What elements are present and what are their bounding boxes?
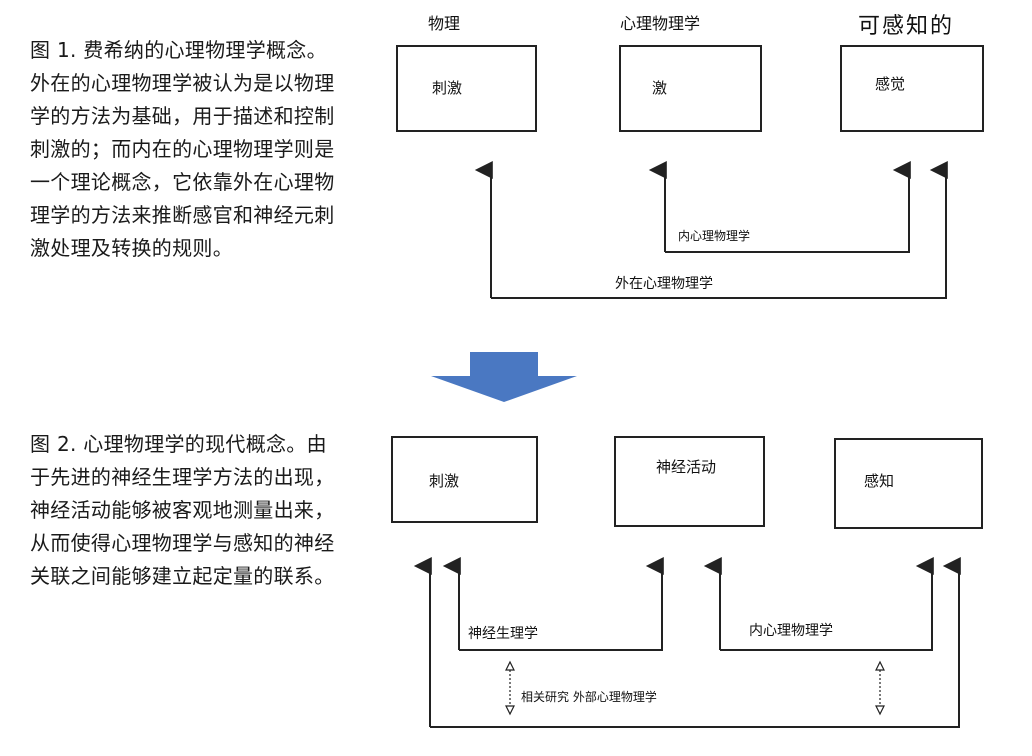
fig1-sensation-box: 感觉: [840, 45, 984, 132]
fig2-stimulus-label: 刺激: [429, 472, 460, 490]
fig1-outer-connector: [474, 161, 948, 299]
figure1-caption: 图 1. 费希纳的心理物理学概念。外在的心理物理学被认为是以物理学的方法为基础，…: [30, 38, 335, 260]
fig1-excitation-label: 激: [652, 79, 668, 97]
fig1-stimulus-label: 刺激: [432, 79, 463, 97]
fig2-neural-box: 神经活动: [614, 436, 765, 527]
header-perceivable: 可感知的: [858, 14, 955, 39]
fig1-sensation-label: 感觉: [875, 75, 906, 93]
header-physics: 物理: [428, 14, 461, 33]
fig2-outer-connector: [413, 557, 961, 728]
fig1-inner-label: 内心理物理学: [678, 227, 751, 244]
fig2-correlation-arrows: [509, 670, 881, 706]
fig2-stimulus-box: 刺激: [391, 436, 538, 523]
header-psychophysics: 心理物理学: [620, 14, 701, 33]
fig1-excitation-box: 激: [619, 45, 762, 132]
figure2-caption: 图 2. 心理物理学的现代概念。由于先进的神经生理学方法的出现，神经活动能够被客…: [30, 432, 335, 588]
transition-down-arrow: [431, 352, 577, 402]
fig2-neurophysiology-connector: [442, 557, 664, 651]
fig2-neurophysiology-label: 神经生理学: [468, 623, 538, 643]
fig1-stimulus-box: 刺激: [396, 45, 537, 132]
fig2-inner-connector: [703, 557, 934, 651]
fig2-correlational-label: 相关研究 外部心理物理学: [521, 688, 657, 705]
fig2-neural-label: 神经活动: [656, 458, 717, 476]
fig2-perception-label: 感知: [864, 472, 895, 490]
fig1-inner-connector: [648, 161, 911, 253]
fig2-inner-label: 内心理物理学: [749, 620, 833, 640]
fig2-perception-box: 感知: [834, 438, 983, 529]
fig1-outer-label: 外在心理物理学: [615, 273, 713, 293]
